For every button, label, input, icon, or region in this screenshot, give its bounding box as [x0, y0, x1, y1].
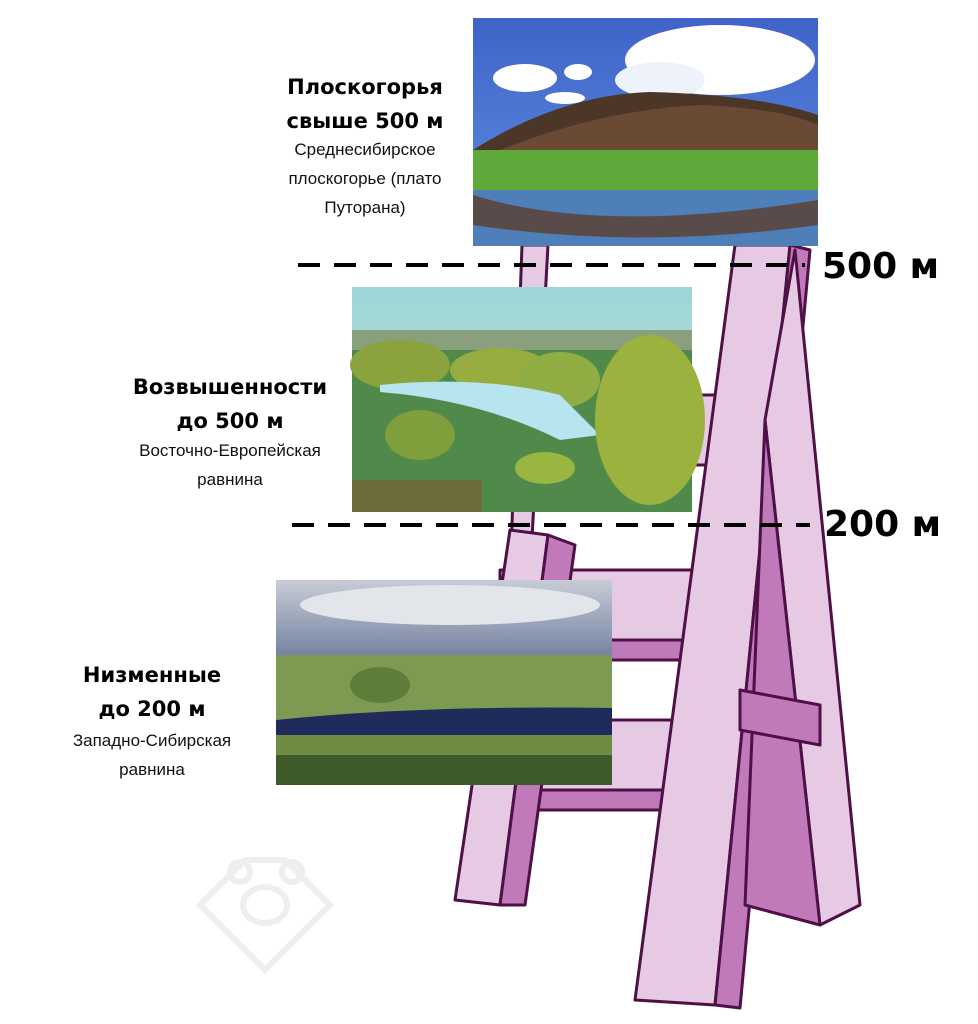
- lowland-painting: [276, 580, 612, 785]
- level-3-sub-line1: Западно-Сибирская: [72, 731, 232, 750]
- level-1-title-line1: Плоскогорья: [287, 75, 443, 99]
- level-3-title: Низменные до 200 м: [32, 658, 272, 726]
- level-3-sub-line2: равнина: [119, 760, 185, 779]
- level-2-sub-line2: равнина: [197, 470, 263, 489]
- marker-200: 200 м: [824, 504, 942, 545]
- upland-painting: [350, 287, 705, 512]
- level-1-subtitle: Среднесибирское плоскогорье (плато Путор…: [240, 135, 490, 222]
- plateau-painting: [473, 18, 818, 246]
- ladder-back-leg-inner: [743, 418, 822, 927]
- level-2-subtitle: Восточно-Европейская равнина: [100, 436, 360, 494]
- level-1-sub-line1: Среднесибирское: [294, 140, 436, 159]
- level-3-title-line1: Низменные: [82, 663, 222, 687]
- level-1-sub-line2: плоскогорье (плато: [288, 169, 442, 188]
- level-1-sub-line3: Путорана): [324, 198, 406, 217]
- level-2-sub-line1: Восточно-Европейская: [139, 441, 321, 460]
- bear-logo-icon: [195, 857, 335, 975]
- level-1-title-line2: свыше 500 м: [286, 109, 444, 133]
- level-1-title: Плоскогорья свыше 500 м: [240, 70, 490, 138]
- level-2-title-line2: до 500 м: [176, 409, 284, 433]
- level-3-title-line2: до 200 м: [98, 697, 206, 721]
- marker-500: 500 м: [822, 246, 940, 287]
- level-2-title-line1: Возвышенности: [132, 375, 328, 399]
- level-3-subtitle: Западно-Сибирская равнина: [32, 726, 272, 784]
- level-2-title: Возвышенности до 500 м: [100, 370, 360, 438]
- ladder-brace: [738, 688, 822, 747]
